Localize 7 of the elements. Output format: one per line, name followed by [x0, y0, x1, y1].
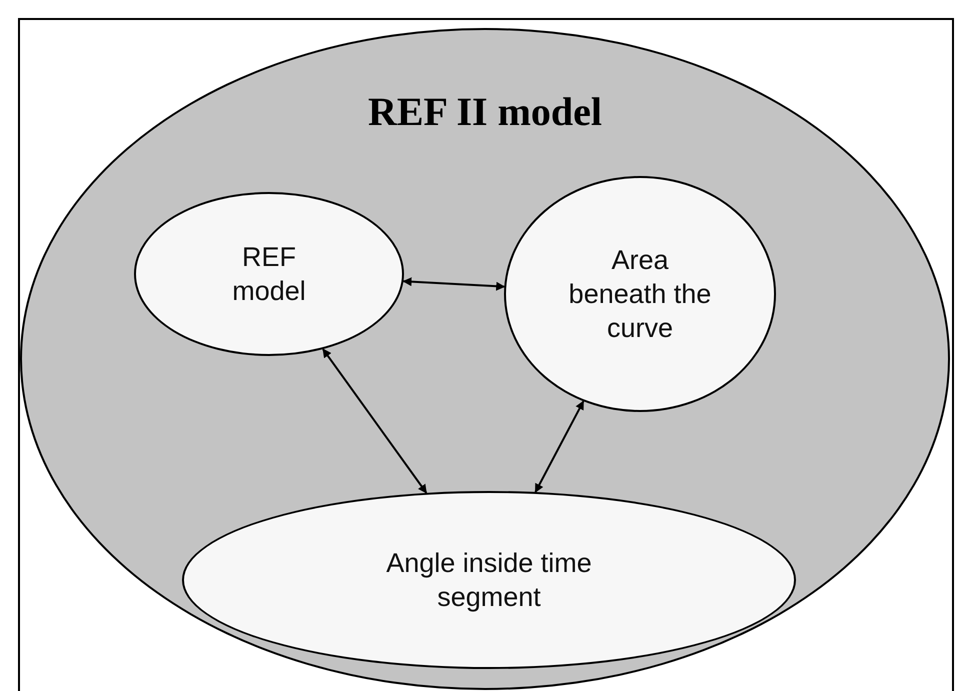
- ellipse-heading: REF II model: [368, 88, 602, 136]
- double-arrow: [322, 348, 428, 494]
- double-arrow: [534, 400, 584, 493]
- ellipse-label: Angle inside time segment: [385, 547, 593, 614]
- ellipse-label: Area beneath the curve: [568, 244, 712, 345]
- double-arrow: [402, 277, 506, 291]
- ellipse-label: REF model: [231, 241, 307, 308]
